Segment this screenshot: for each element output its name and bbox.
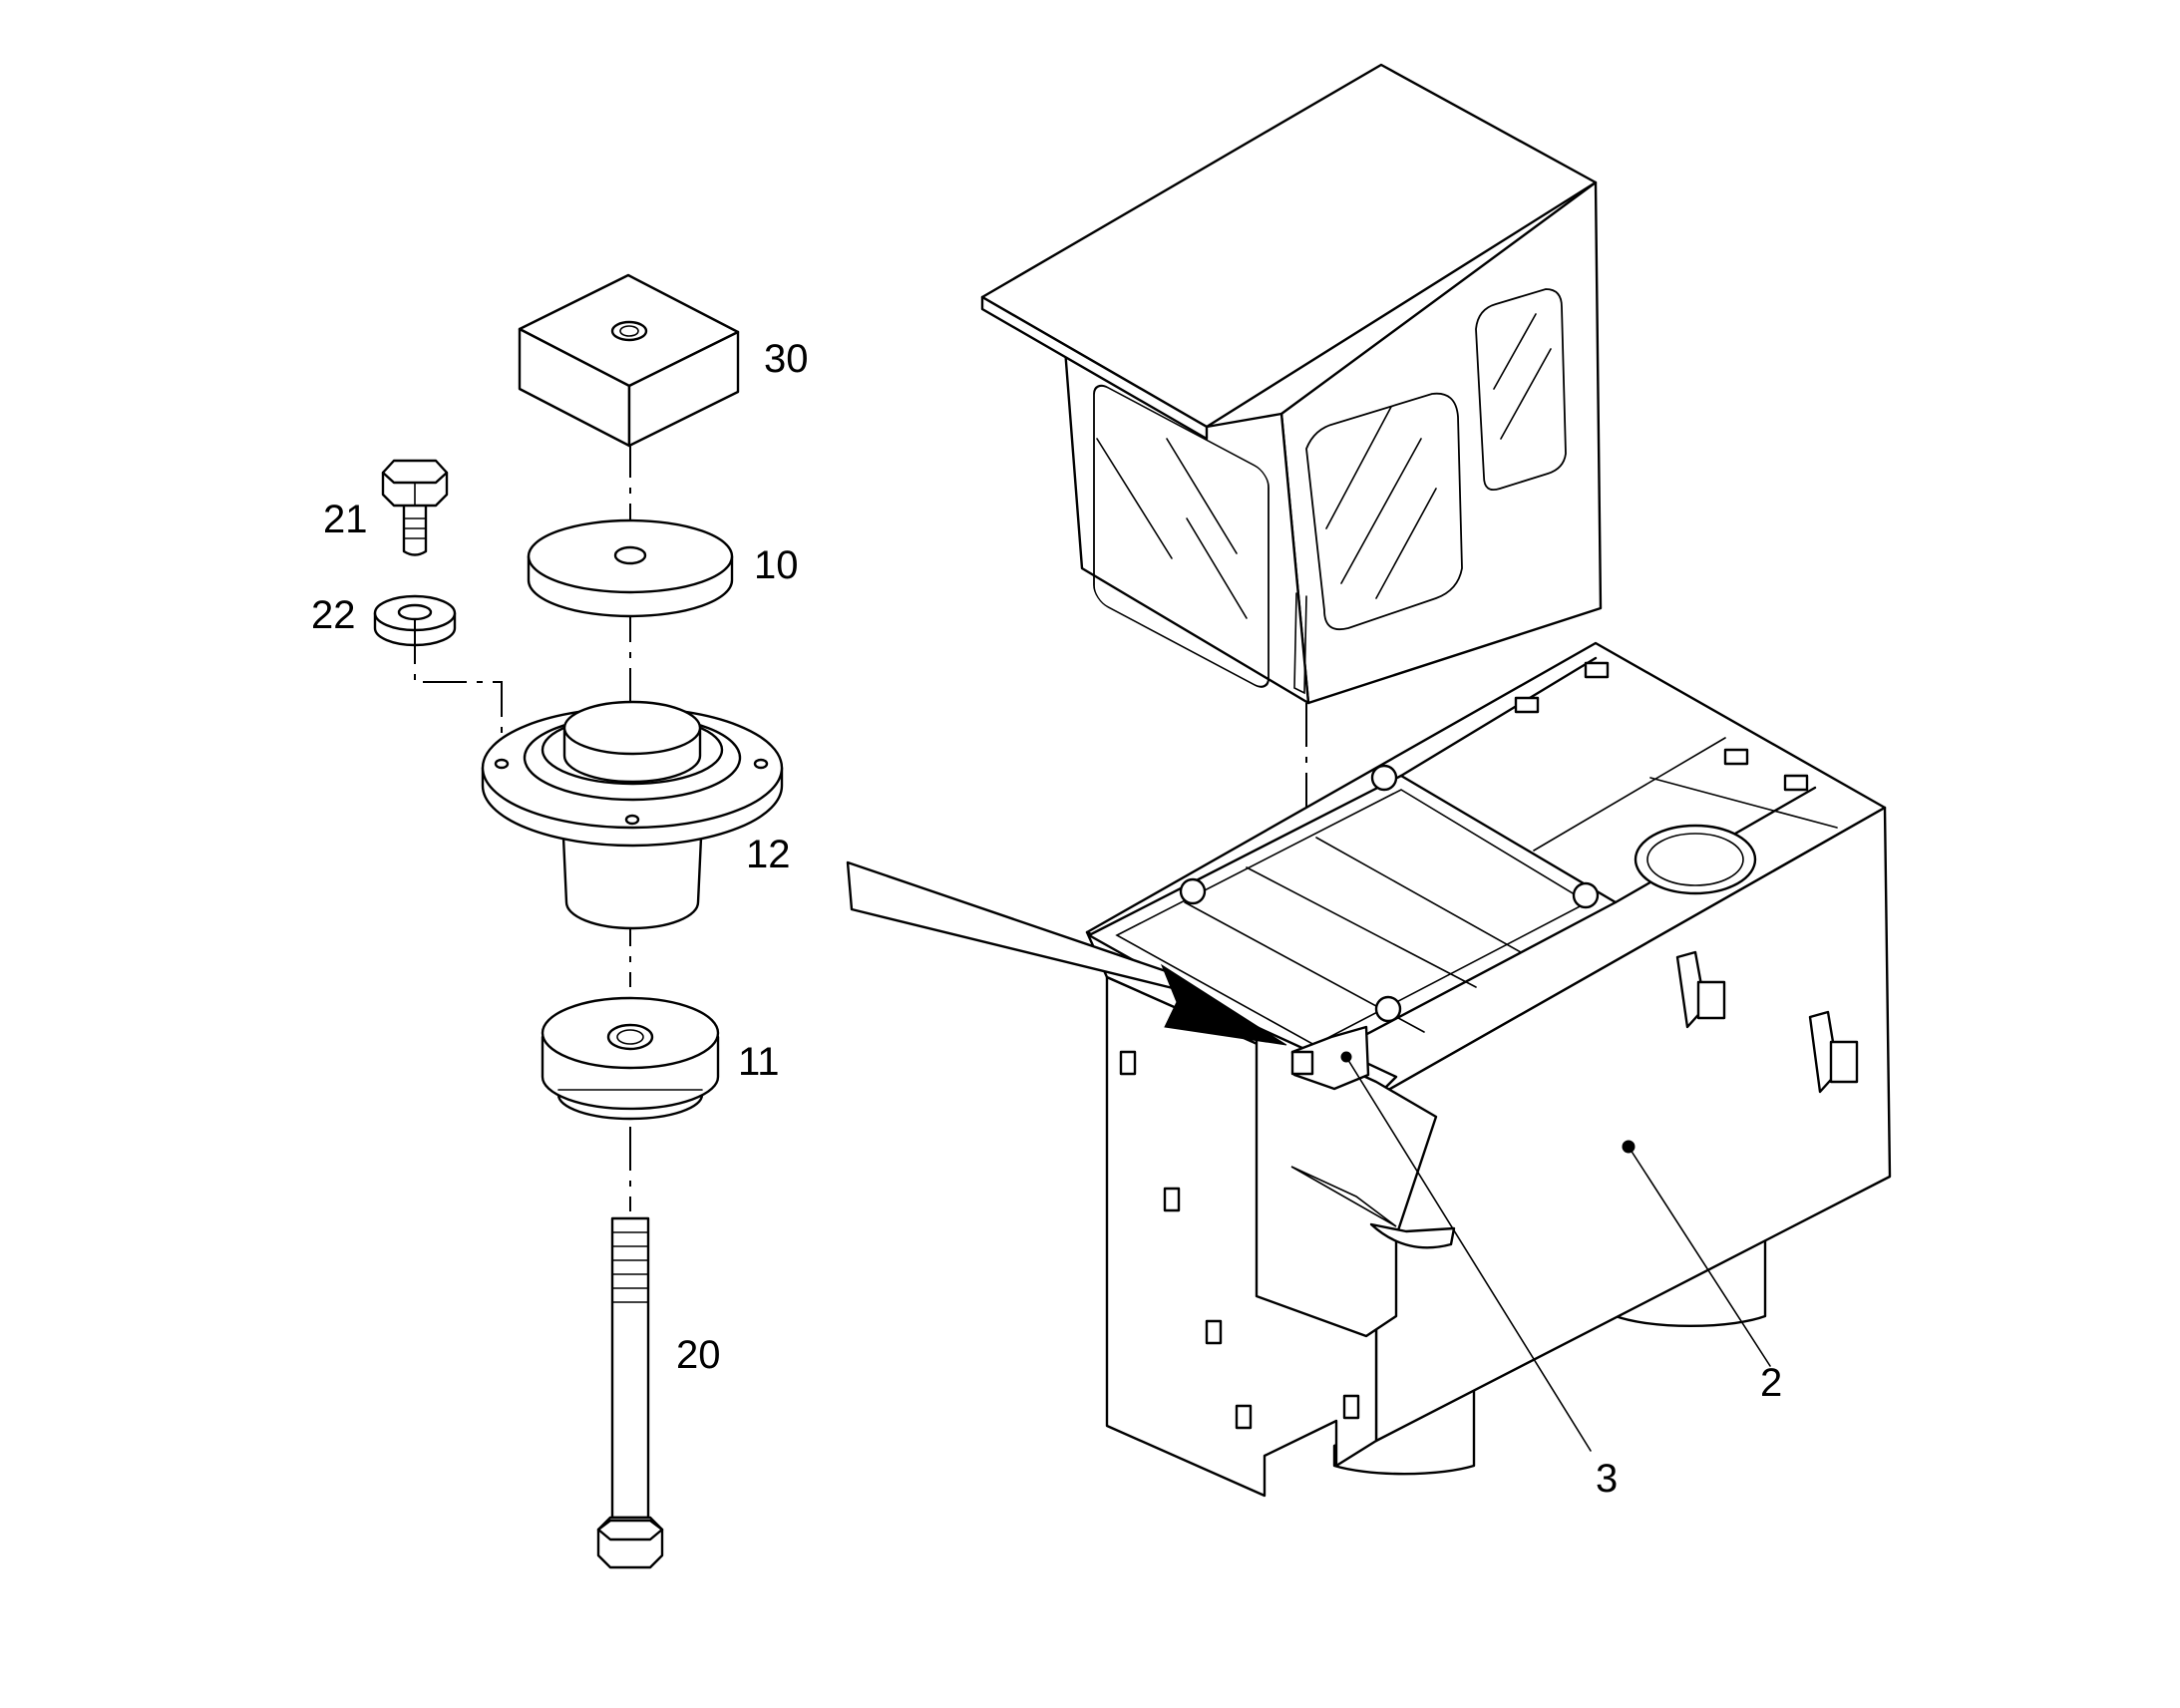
callout-3: 3 (1596, 1457, 1618, 1501)
callout-2: 2 (1760, 1361, 1782, 1405)
part-10-disc (527, 518, 734, 618)
callout-20: 20 (676, 1333, 721, 1377)
callout-21: 21 (323, 498, 368, 541)
callout-22: 22 (311, 593, 356, 637)
callout-12: 12 (746, 833, 791, 876)
leader-callout-3 (1345, 1056, 1592, 1452)
part-12-flange-mount (481, 700, 784, 930)
callout-11: 11 (738, 1040, 780, 1084)
leader-callout-2 (1628, 1146, 1771, 1367)
washer-leader-line (414, 620, 503, 763)
part-30-block (518, 273, 740, 448)
part-20-long-bolt (596, 1216, 664, 1569)
detail-arrow (846, 860, 1287, 1046)
part-21-bolt (381, 459, 449, 556)
callout-10: 10 (754, 543, 799, 587)
operator-cab (980, 63, 1603, 705)
part-3-bracket (1290, 1025, 1370, 1091)
part-11-rubber-mount (541, 996, 720, 1121)
callout-30: 30 (764, 337, 809, 381)
